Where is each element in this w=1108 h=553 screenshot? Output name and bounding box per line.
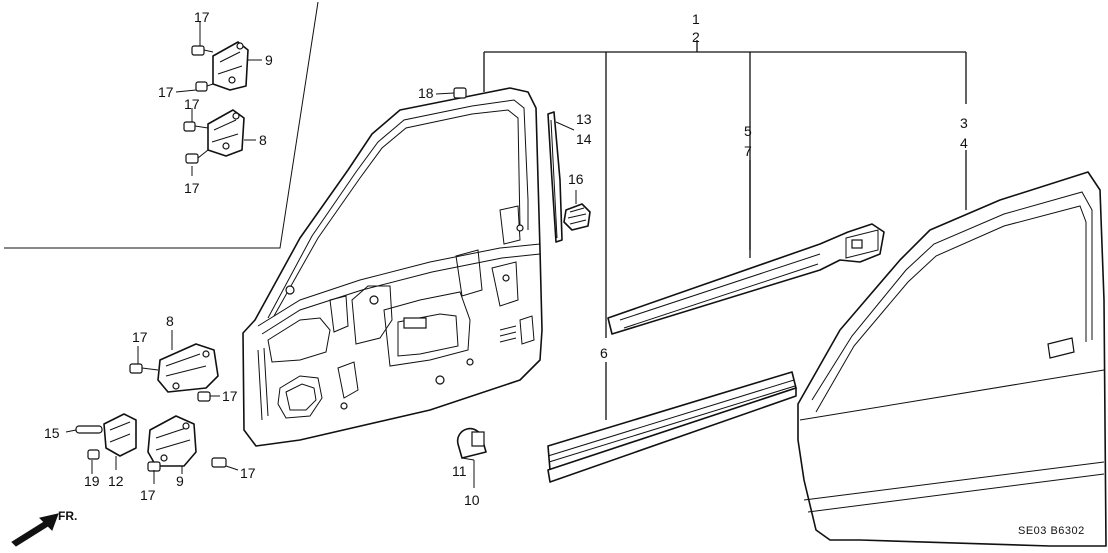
callout-11: 11 (452, 463, 467, 479)
callout-4: 4 (960, 135, 968, 151)
callout-9-b: 9 (176, 473, 184, 489)
callout-17-f: 17 (222, 388, 238, 404)
diagram-code: SE03 B6302 (1018, 525, 1085, 537)
callout-10: 10 (464, 492, 480, 508)
callout-18: 18 (418, 85, 434, 101)
callout-17-h: 17 (240, 465, 256, 481)
upper-molding (607, 223, 885, 335)
door-outer-panel (797, 171, 1107, 547)
callout-3: 3 (960, 115, 968, 131)
callout-17-d: 17 (184, 180, 200, 196)
callout-9-a: 9 (265, 52, 273, 68)
inset-upper-hinge (191, 41, 249, 92)
callout-16: 16 (568, 171, 584, 187)
callout-14: 14 (576, 131, 592, 147)
callout-19: 19 (84, 473, 100, 489)
callout-17-c: 17 (184, 96, 200, 112)
cap-11 (456, 427, 487, 459)
door-checker (75, 413, 137, 460)
grommet (563, 203, 591, 231)
front-direction-arrow: FR. (11, 509, 77, 547)
callout-12: 12 (108, 473, 124, 489)
inset-border (4, 1, 319, 249)
callout-6: 6 (600, 345, 608, 361)
callout-8-b: 8 (166, 313, 174, 329)
callout-17-b: 17 (158, 84, 174, 100)
inset-lower-hinge (183, 109, 245, 164)
leader-lines (65, 22, 967, 488)
door-hinge-lower (147, 415, 227, 472)
callout-labels: 1 2 3 4 5 7 6 17 9 17 17 8 17 18 13 14 1… (44, 9, 968, 508)
callout-15: 15 (44, 425, 60, 441)
bolt-18 (453, 87, 467, 99)
callout-8-a: 8 (259, 132, 267, 148)
door-hinge-upper (129, 343, 219, 402)
callout-13: 13 (576, 111, 592, 127)
lower-molding (547, 371, 797, 483)
front-direction-label: FR. (58, 509, 77, 523)
callout-2: 2 (692, 29, 700, 45)
callout-1: 1 (692, 11, 700, 27)
run-channel (547, 111, 563, 243)
callout-17-g: 17 (140, 487, 156, 503)
callout-5: 5 (744, 123, 752, 139)
callout-7: 7 (744, 143, 752, 159)
callout-17-e: 17 (132, 329, 148, 345)
door-inner-panel (242, 87, 543, 447)
callout-17-a: 17 (194, 9, 210, 25)
